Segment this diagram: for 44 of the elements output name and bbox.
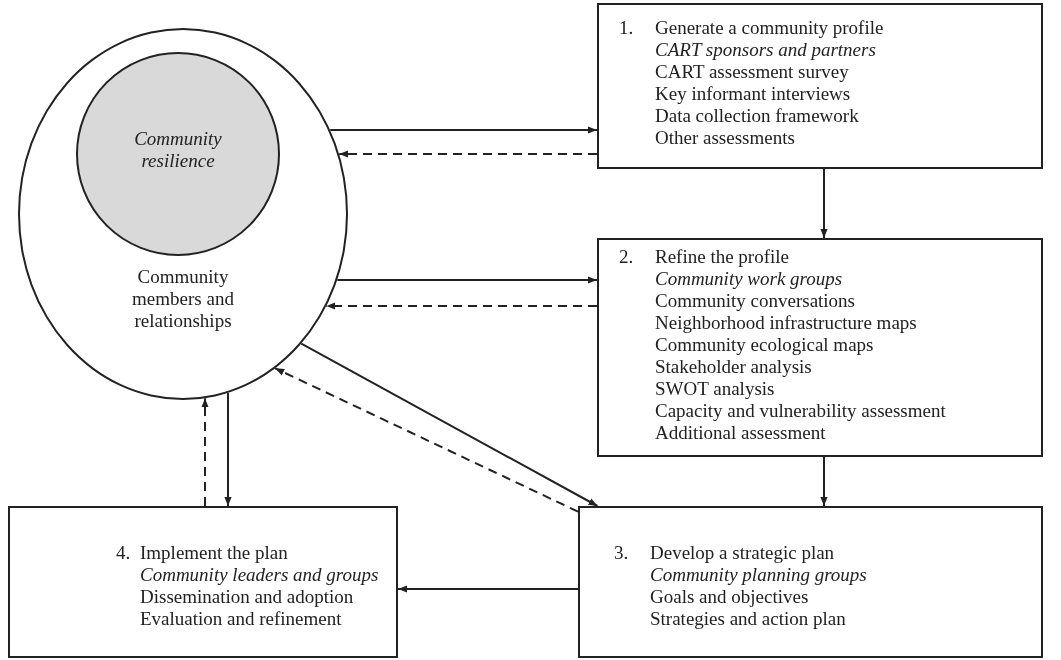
step-box bbox=[8, 506, 398, 658]
step-title: Refine the profile bbox=[655, 246, 790, 268]
step-item: Key informant interviews bbox=[655, 83, 852, 105]
step-number: 2. bbox=[619, 246, 634, 268]
step-item: Community ecological maps bbox=[655, 334, 875, 356]
step-item: Data collection framework bbox=[655, 105, 860, 127]
dashed-arrow bbox=[201, 397, 209, 507]
step-number: 3. bbox=[614, 542, 629, 564]
arrow bbox=[224, 391, 232, 507]
arrow bbox=[336, 276, 598, 284]
step-number: 4. bbox=[116, 542, 131, 564]
arrow bbox=[820, 456, 828, 507]
step-title: Develop a strategic plan bbox=[650, 542, 836, 564]
step-actors: Community planning groups bbox=[650, 564, 868, 586]
step-actors: CART sponsors and partners bbox=[655, 39, 877, 61]
step-actors: Community leaders and groups bbox=[140, 564, 380, 586]
step-item: CART assessment survey bbox=[655, 61, 850, 83]
step-actors: Community work groups bbox=[655, 268, 844, 290]
dashed-arrow bbox=[325, 302, 598, 310]
step-title: Implement the plan bbox=[140, 542, 289, 564]
arrow bbox=[820, 168, 828, 239]
step-item: SWOT analysis bbox=[655, 378, 776, 400]
step-box bbox=[597, 3, 1043, 169]
dashed-arrow bbox=[274, 367, 579, 513]
step-item: Strategies and action plan bbox=[650, 608, 847, 630]
step-item: Capacity and vulnerability assessment bbox=[655, 400, 947, 422]
arrow bbox=[329, 126, 598, 134]
arrow bbox=[300, 342, 599, 507]
step-item: Stakeholder analysis bbox=[655, 356, 813, 378]
step-number: 1. bbox=[619, 17, 634, 39]
step-title: Generate a community profile bbox=[655, 17, 885, 39]
dashed-arrow bbox=[338, 150, 598, 158]
arrow bbox=[397, 585, 579, 593]
circle-label: Community resilience bbox=[133, 128, 223, 172]
step-box bbox=[597, 238, 1043, 457]
step-item: Evaluation and refinement bbox=[140, 608, 343, 630]
step-item: Other assessments bbox=[655, 127, 796, 149]
step-box bbox=[578, 506, 1043, 658]
step-item: Goals and objectives bbox=[650, 586, 810, 608]
ellipse-label: Community members and relationships bbox=[131, 266, 235, 332]
step-item: Neighborhood infrastructure maps bbox=[655, 312, 918, 334]
step-item: Additional assessment bbox=[655, 422, 827, 444]
step-item: Community conversations bbox=[655, 290, 856, 312]
step-item: Dissemination and adoption bbox=[140, 586, 355, 608]
